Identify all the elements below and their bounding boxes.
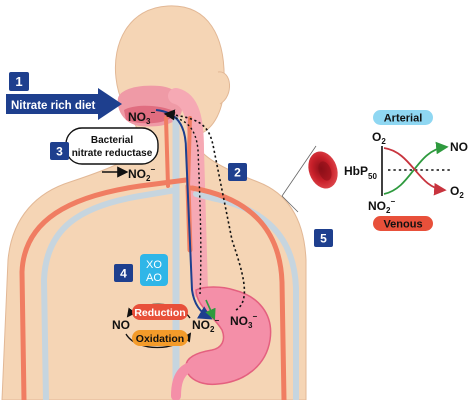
stomach-nitrite-label: NO2− [192,316,219,334]
gastric-arrow [205,299,216,321]
step-5-badge [314,229,333,247]
step-1-badge [9,72,29,91]
venous-label: Venous [383,219,422,231]
pathway-arrows [102,109,246,321]
step-3-badge [50,142,69,160]
reduction-label: Reduction [134,307,185,319]
absorption-dotted-line [165,115,202,295]
esophagus [168,88,208,298]
mouth-nitrate-label: NO3− [128,108,155,126]
arterial-pill [373,110,433,125]
blood-vessels [19,116,299,400]
bacterial-reductase-line2: nitrate reductase [72,148,153,159]
step-3-number: 3 [56,145,63,159]
step-2-group: 2 [228,163,247,181]
enzyme-xo: XO [146,259,162,271]
step-1-number: 1 [15,74,22,89]
step-2-number: 2 [234,166,241,180]
zoom-line-top [281,145,317,197]
saliva-nitrite-label: NO2− [128,165,155,183]
hemoglobin-switch: Arterial O2 HbP50 NO O2 NO2− Venous [344,110,468,231]
enzyme-box [140,254,168,286]
nitrate-diet-arrow [6,88,122,120]
o2-release-arrow [383,147,447,196]
arterial-label: Arterial [384,113,423,125]
step-1-group: 1 Nitrate rich diet [6,72,122,120]
tongue [124,105,176,124]
vein-right-arm [193,191,299,400]
reduction-pill [132,304,188,320]
artery-left-arm [19,177,189,400]
enterosalivary-dotted-arrow [163,109,246,311]
o2-label: O2 [372,130,386,146]
artery-carotid-right [186,116,192,188]
enzyme-ao: AO [146,272,162,284]
step-3-group: Bacterial nitrate reductase 3 NO2− [50,127,159,183]
venous-pill [373,216,433,231]
mouth-nitrate: NO3− [128,108,155,126]
ear [217,71,230,105]
artery-carotid-left [164,116,170,188]
red-blood-cell [308,151,338,189]
bacterial-reductase-line1: Bacterial [91,135,133,146]
hbp50-label: HbP50 [344,164,377,181]
oxidation-pill [132,330,188,346]
step-2-badge [228,163,247,181]
artery-right-arm [189,185,287,400]
blood-nitrate-label: NO3− [230,312,257,330]
step-5-group: 5 [314,229,333,247]
step-4-badge [114,264,133,282]
oxidation-label: Oxidation [136,333,184,345]
stomach-duodenum [171,363,193,400]
out-o2-label: O2 [450,184,464,200]
zoom-line-bottom [281,195,299,213]
stomach-no-label: NO [112,318,130,332]
rbc-inner [318,161,332,181]
zoom-callout [281,145,317,213]
nitrate-diet-label: Nitrate rich diet [11,100,96,112]
no2-label: NO2− [368,197,395,215]
step-4-number: 4 [120,267,127,281]
step-5-number: 5 [320,232,327,246]
out-no-label: NO [450,140,468,154]
step-4-group: 4 XO AO [114,254,168,286]
redox-cycle: Reduction Oxidation NO NO2− NO3− [112,303,257,349]
vein-left-arm [40,187,179,400]
